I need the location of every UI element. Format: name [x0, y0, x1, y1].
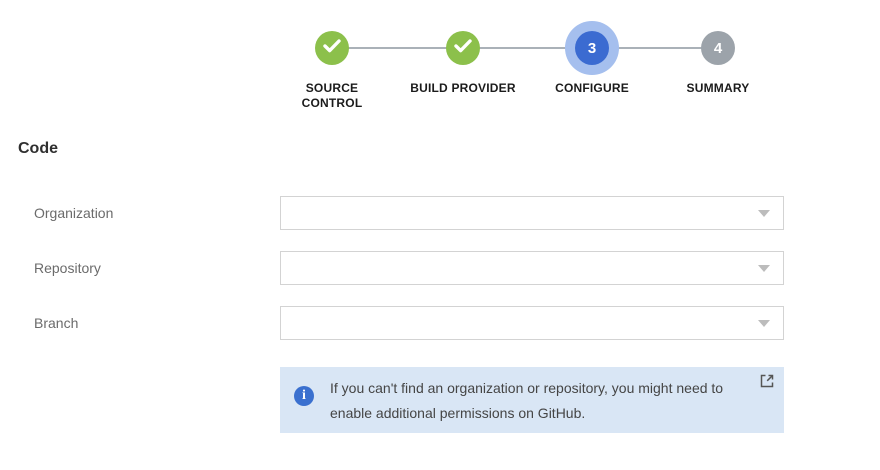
- branch-dropdown[interactable]: [280, 306, 784, 340]
- organization-label: Organization: [34, 205, 114, 221]
- info-icon: i: [294, 386, 314, 406]
- chevron-down-icon: [758, 265, 770, 272]
- info-box-text: If you can't find an organization or rep…: [330, 380, 724, 421]
- page-title: Code: [18, 140, 58, 157]
- external-link-icon[interactable]: [758, 372, 776, 390]
- step-done-circle[interactable]: [446, 31, 480, 65]
- step-number: 4: [713, 39, 723, 57]
- organization-dropdown[interactable]: [280, 196, 784, 230]
- step-label: SOURCE CONTROL: [301, 81, 363, 110]
- github-permissions-info-box: i If you can't find an organization or r…: [280, 367, 784, 433]
- step-label: SUMMARY: [686, 81, 750, 95]
- step-current-circle[interactable]: 3: [575, 31, 609, 65]
- stepper-step-summary[interactable]: 4 SUMMARY: [648, 21, 788, 96]
- stepper-step-configure[interactable]: 3 CONFIGURE: [522, 21, 662, 96]
- step-label: BUILD PROVIDER: [410, 81, 516, 95]
- stepper-step-source-control[interactable]: SOURCE CONTROL: [262, 21, 402, 111]
- step-done-circle[interactable]: [315, 31, 349, 65]
- info-icon-glyph: i: [302, 388, 306, 403]
- repository-label: Repository: [34, 260, 101, 276]
- repository-dropdown[interactable]: [280, 251, 784, 285]
- stepper-step-build-provider[interactable]: BUILD PROVIDER: [393, 21, 533, 96]
- chevron-down-icon: [758, 320, 770, 327]
- stepper-connector-line: [332, 47, 718, 49]
- current-step-halo: 3: [565, 21, 619, 75]
- step-upcoming-circle[interactable]: 4: [701, 31, 735, 65]
- chevron-down-icon: [758, 210, 770, 217]
- check-icon: [454, 38, 472, 58]
- step-label: CONFIGURE: [555, 81, 629, 95]
- branch-label: Branch: [34, 315, 79, 331]
- check-icon: [323, 38, 341, 58]
- step-number: 3: [587, 39, 597, 57]
